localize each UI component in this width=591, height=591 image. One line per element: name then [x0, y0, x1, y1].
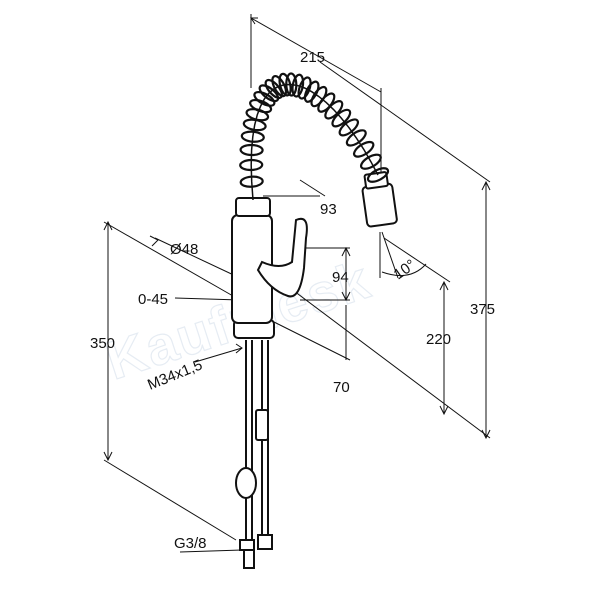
spring-coils — [239, 72, 390, 201]
spring-coil — [258, 84, 280, 103]
spring-coil — [239, 158, 264, 172]
spring-coil — [338, 118, 360, 137]
spring-coil — [264, 78, 284, 100]
dim-350: 350 — [90, 335, 115, 352]
spring-coil — [239, 143, 264, 157]
dim-angle: 10° — [391, 256, 419, 283]
spring-hose — [250, 83, 379, 201]
dim-diameter: Ø48 — [170, 241, 198, 258]
spring-coil — [271, 74, 288, 98]
spring-coil — [285, 72, 298, 97]
spring-coil — [359, 153, 382, 170]
dim-94: 94 — [332, 269, 349, 286]
spring-coil — [366, 167, 390, 183]
spring-coil — [331, 108, 352, 128]
spring-coil — [278, 72, 292, 97]
dim-220: 220 — [426, 331, 451, 348]
spring-coil — [297, 76, 312, 100]
dim-connection: G3/8 — [174, 535, 207, 552]
spring-coil — [253, 90, 276, 107]
spring-coil — [249, 98, 273, 114]
dim-70: 70 — [333, 379, 350, 396]
spring-coil — [240, 130, 265, 143]
dim-swivel: 0-45 — [138, 291, 168, 308]
spring-coil — [239, 175, 264, 188]
dim-93: 93 — [320, 201, 337, 218]
spring-coil — [291, 73, 305, 98]
dimension-lines — [103, 14, 491, 553]
spring-coil — [303, 80, 320, 103]
spring-coil — [324, 100, 344, 120]
dim-375: 375 — [470, 301, 495, 318]
faucet-drawing — [231, 171, 398, 569]
dim-215: 215 — [300, 49, 325, 66]
spring-coil — [345, 129, 367, 147]
spring-coil — [352, 140, 375, 158]
